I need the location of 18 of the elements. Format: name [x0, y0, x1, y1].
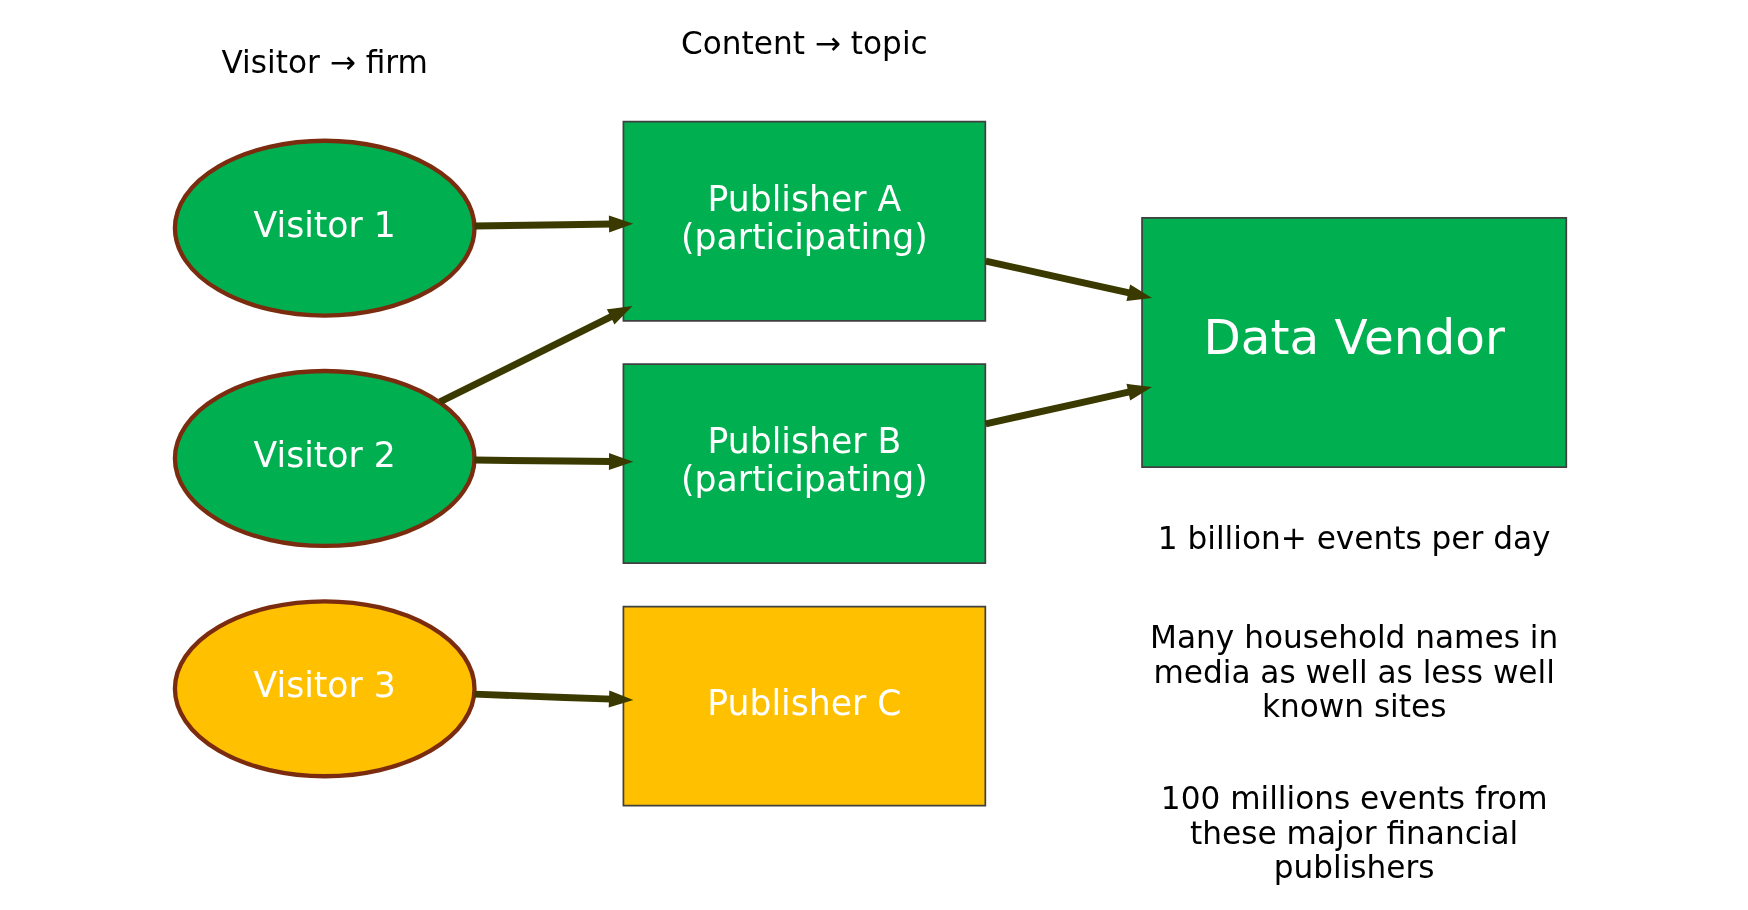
node-ellipse: Visitor 3: [172, 599, 477, 779]
arrow: [984, 383, 1152, 428]
arrow: [473, 690, 633, 708]
node-ellipse: Visitor 1: [172, 138, 477, 318]
node-box: Data Vendor: [1140, 216, 1567, 468]
node-box: Publisher A (participating): [622, 120, 986, 322]
arrow: [984, 257, 1152, 302]
node-box: Publisher C: [622, 605, 986, 807]
node-ellipse: Visitor 2: [172, 368, 477, 549]
arrow: [473, 215, 633, 233]
label: Content → topic: [680, 24, 928, 61]
label: 1 billion+ events per day: [1157, 520, 1551, 557]
label: Visitor → firm: [221, 44, 428, 81]
arrow: [473, 453, 633, 471]
label: Many household names in media as well as less well known sites: [1149, 618, 1558, 725]
arrow: [437, 306, 632, 406]
node-box: Publisher B (participating): [622, 363, 986, 565]
label: 100 millions events from these major financial publishers: [1160, 779, 1547, 886]
